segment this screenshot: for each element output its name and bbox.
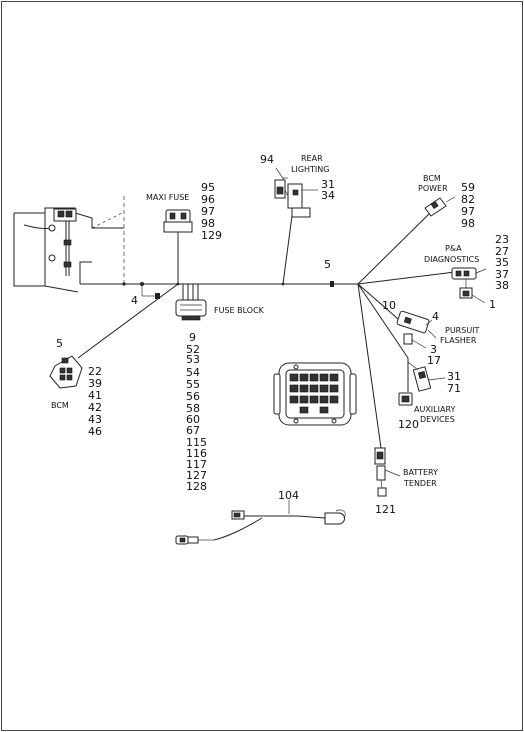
pa-1-callout: 1	[489, 298, 496, 311]
pursuit-4-callout: 4	[432, 310, 439, 323]
frame-bracket	[13, 196, 125, 293]
maxi-callout-4: 98	[201, 217, 215, 230]
harness-104-callout: 104	[278, 489, 299, 502]
fuse-callout-6: 56	[186, 390, 200, 403]
bcm-branch	[49, 283, 179, 389]
fuse-callout-5: 55	[186, 378, 200, 391]
rear-lighting-label-2: LIGHTING	[291, 165, 329, 174]
bcm-power-callout-4: 98	[461, 217, 475, 230]
fuse-callout-4: 54	[186, 366, 200, 379]
maxi-callout-3: 97	[201, 205, 215, 218]
pa-diagnostics-connector	[451, 267, 487, 304]
pa-diag-label-2: DIAGNOSTICS	[424, 255, 479, 264]
pa-callout-1: 23	[495, 233, 509, 246]
rear-lighting-label-1: REAR	[301, 154, 323, 163]
battery-label-1: BATTERY	[403, 468, 438, 477]
pursuit-label-1: PURSUIT	[445, 326, 480, 335]
aux-31-callout: 31	[447, 370, 461, 383]
maxi-fuse-label: MAXI FUSE	[146, 193, 189, 202]
rear-34-callout: 34	[321, 189, 335, 202]
pa-callout-3: 35	[495, 256, 509, 269]
battery-121-callout: 121	[375, 503, 396, 516]
fuse-callout-3: 53	[186, 353, 200, 366]
bcm-callout-6: 46	[88, 425, 102, 438]
maxi-fuse-connector	[163, 209, 193, 284]
fuse-callout-9: 67	[186, 424, 200, 437]
bcm-power-connector	[424, 196, 456, 217]
pa-callout-4: 37	[495, 268, 509, 281]
bcm-callout-2: 39	[88, 377, 102, 390]
harness-104	[175, 500, 346, 545]
bcm-power-label-1: BCM	[423, 174, 441, 183]
fuse-callout-2: 52	[186, 343, 200, 356]
rear-31-callout: 31	[321, 178, 335, 191]
main-trunk	[80, 281, 358, 287]
auxiliary-devices-connector	[398, 358, 446, 406]
maxi-callout-5: 129	[201, 229, 222, 242]
bcm-power-callout-3: 97	[461, 205, 475, 218]
pursuit-3-callout: 3	[430, 343, 437, 356]
fuse-callout-13: 127	[186, 469, 207, 482]
bcm-power-label-2: POWER	[418, 184, 448, 193]
pa-callout-5: 38	[495, 279, 509, 292]
bcm-power-callout-2: 82	[461, 193, 475, 206]
fuse-block-label: FUSE BLOCK	[214, 306, 265, 315]
pursuit-17-callout: 17	[427, 354, 441, 367]
node-4-callout: 4	[131, 294, 138, 307]
fuse-callout-10: 115	[186, 436, 207, 449]
aux-120-callout: 120	[398, 418, 419, 431]
battery-label-2: TENDER	[403, 479, 437, 488]
pursuit-10-callout: 10	[382, 299, 396, 312]
fuse-callout-12: 117	[186, 458, 207, 471]
fuse-callout-11: 116	[186, 447, 207, 460]
pa-diag-label-1: P&A	[445, 244, 462, 253]
maxi-callout-2: 96	[201, 193, 215, 206]
bcm-5-callout: 5	[56, 337, 63, 350]
rear-lighting-connector	[274, 167, 318, 285]
maxi-callout-1: 95	[201, 181, 215, 194]
fuse-callout-7: 58	[186, 402, 200, 415]
bcm-label: BCM	[51, 401, 69, 410]
right-branches	[357, 212, 456, 449]
aux-label-2: DEVICES	[420, 415, 455, 424]
pursuit-flasher-connector	[396, 310, 437, 349]
bcm-callout-4: 42	[88, 401, 102, 414]
pursuit-label-2: FLASHER	[440, 336, 477, 345]
trunk-5-callout: 5	[324, 258, 331, 271]
bcm-callout-5: 43	[88, 413, 102, 426]
bcm-callout-3: 41	[88, 389, 102, 402]
aux-71-callout: 71	[447, 382, 461, 395]
fuse-callout-8: 60	[186, 413, 200, 426]
pa-callout-2: 27	[495, 245, 509, 258]
aux-label-1: AUXILIARY	[414, 405, 456, 414]
fuse-callout-1: 9	[189, 331, 196, 344]
fuse-callout-14: 128	[186, 480, 207, 493]
rear-94-callout: 94	[260, 153, 274, 166]
battery-tender-connector	[374, 447, 401, 497]
bcm-callout-1: 22	[88, 365, 102, 378]
connector-detail-view	[273, 362, 357, 426]
fuse-block-connector	[175, 284, 207, 321]
bcm-power-callout-1: 59	[461, 181, 475, 194]
